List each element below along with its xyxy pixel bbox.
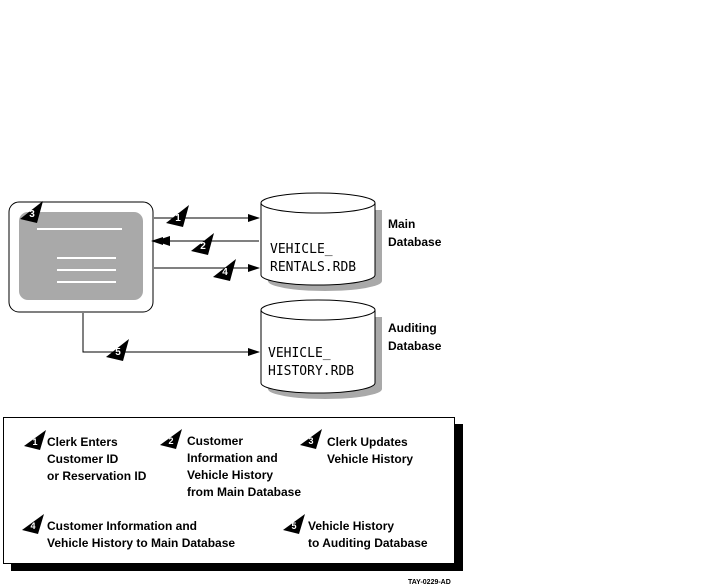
audit-db-filename-line2: HISTORY.RDB <box>268 364 355 379</box>
legend-step-2-line1: Customer <box>187 434 244 448</box>
step-marker-2: 2 <box>191 233 214 255</box>
auditing-database-cylinder <box>260 299 382 399</box>
legend-marker-4: 4 <box>22 514 44 534</box>
svg-text:4: 4 <box>222 267 228 278</box>
main-database-cylinder <box>260 192 382 291</box>
svg-text:1: 1 <box>32 437 37 447</box>
main-db-filename-line2: RENTALS.RDB <box>270 260 357 275</box>
legend-step-3-line1: Clerk Updates <box>327 435 408 449</box>
legend-step-2-line3: Vehicle History <box>187 468 274 482</box>
main-db-label-line1: Main <box>388 217 416 231</box>
legend-step-1-line2: Customer ID <box>47 452 119 466</box>
legend-step-5-line2: to Auditing Database <box>308 536 428 550</box>
svg-text:3: 3 <box>308 436 313 446</box>
arrow-step-5 <box>82 313 260 356</box>
legend-step-2-line4: from Main Database <box>187 485 302 499</box>
legend-step-5-line1: Vehicle History <box>308 519 395 533</box>
audit-db-filename-line1: VEHICLE_ <box>268 346 331 361</box>
arrowhead-small-2 <box>155 236 170 246</box>
legend-marker-1: 1 <box>24 430 46 450</box>
audit-db-label-line2: Database <box>388 339 442 353</box>
main-db-filename-line1: VEHICLE_ <box>270 242 333 257</box>
terminal-screen <box>8 201 154 313</box>
step-marker-3: 3 <box>20 201 43 223</box>
legend-marker-5: 5 <box>283 514 305 534</box>
svg-text:5: 5 <box>115 347 121 358</box>
svg-text:1: 1 <box>175 213 181 224</box>
figure-id: TAY-0229-AD <box>408 579 451 586</box>
legend-step-2-line2: Information and <box>187 451 278 465</box>
legend-step-1-line3: or Reservation ID <box>47 469 147 483</box>
svg-text:5: 5 <box>291 521 296 531</box>
legend-box <box>3 417 455 564</box>
legend-step-4-line1: Customer Information and <box>47 519 198 533</box>
legend-marker-2: 2 <box>160 429 182 449</box>
legend-step-1-line1: Clerk Enters <box>47 435 118 449</box>
legend-step-3-line2: Vehicle History <box>327 452 414 466</box>
step-marker-1: 1 <box>166 205 189 227</box>
svg-text:4: 4 <box>30 521 35 531</box>
svg-text:3: 3 <box>29 209 35 220</box>
svg-text:2: 2 <box>200 241 206 252</box>
step-marker-4: 4 <box>213 259 236 281</box>
legend-marker-3: 3 <box>300 429 322 449</box>
audit-db-label-line1: Auditing <box>388 321 437 335</box>
legend-step-4-line2: Vehicle History to Main Database <box>47 536 236 550</box>
main-db-label-line2: Database <box>388 235 442 249</box>
step-marker-5: 5 <box>106 339 129 361</box>
svg-text:2: 2 <box>168 436 173 446</box>
